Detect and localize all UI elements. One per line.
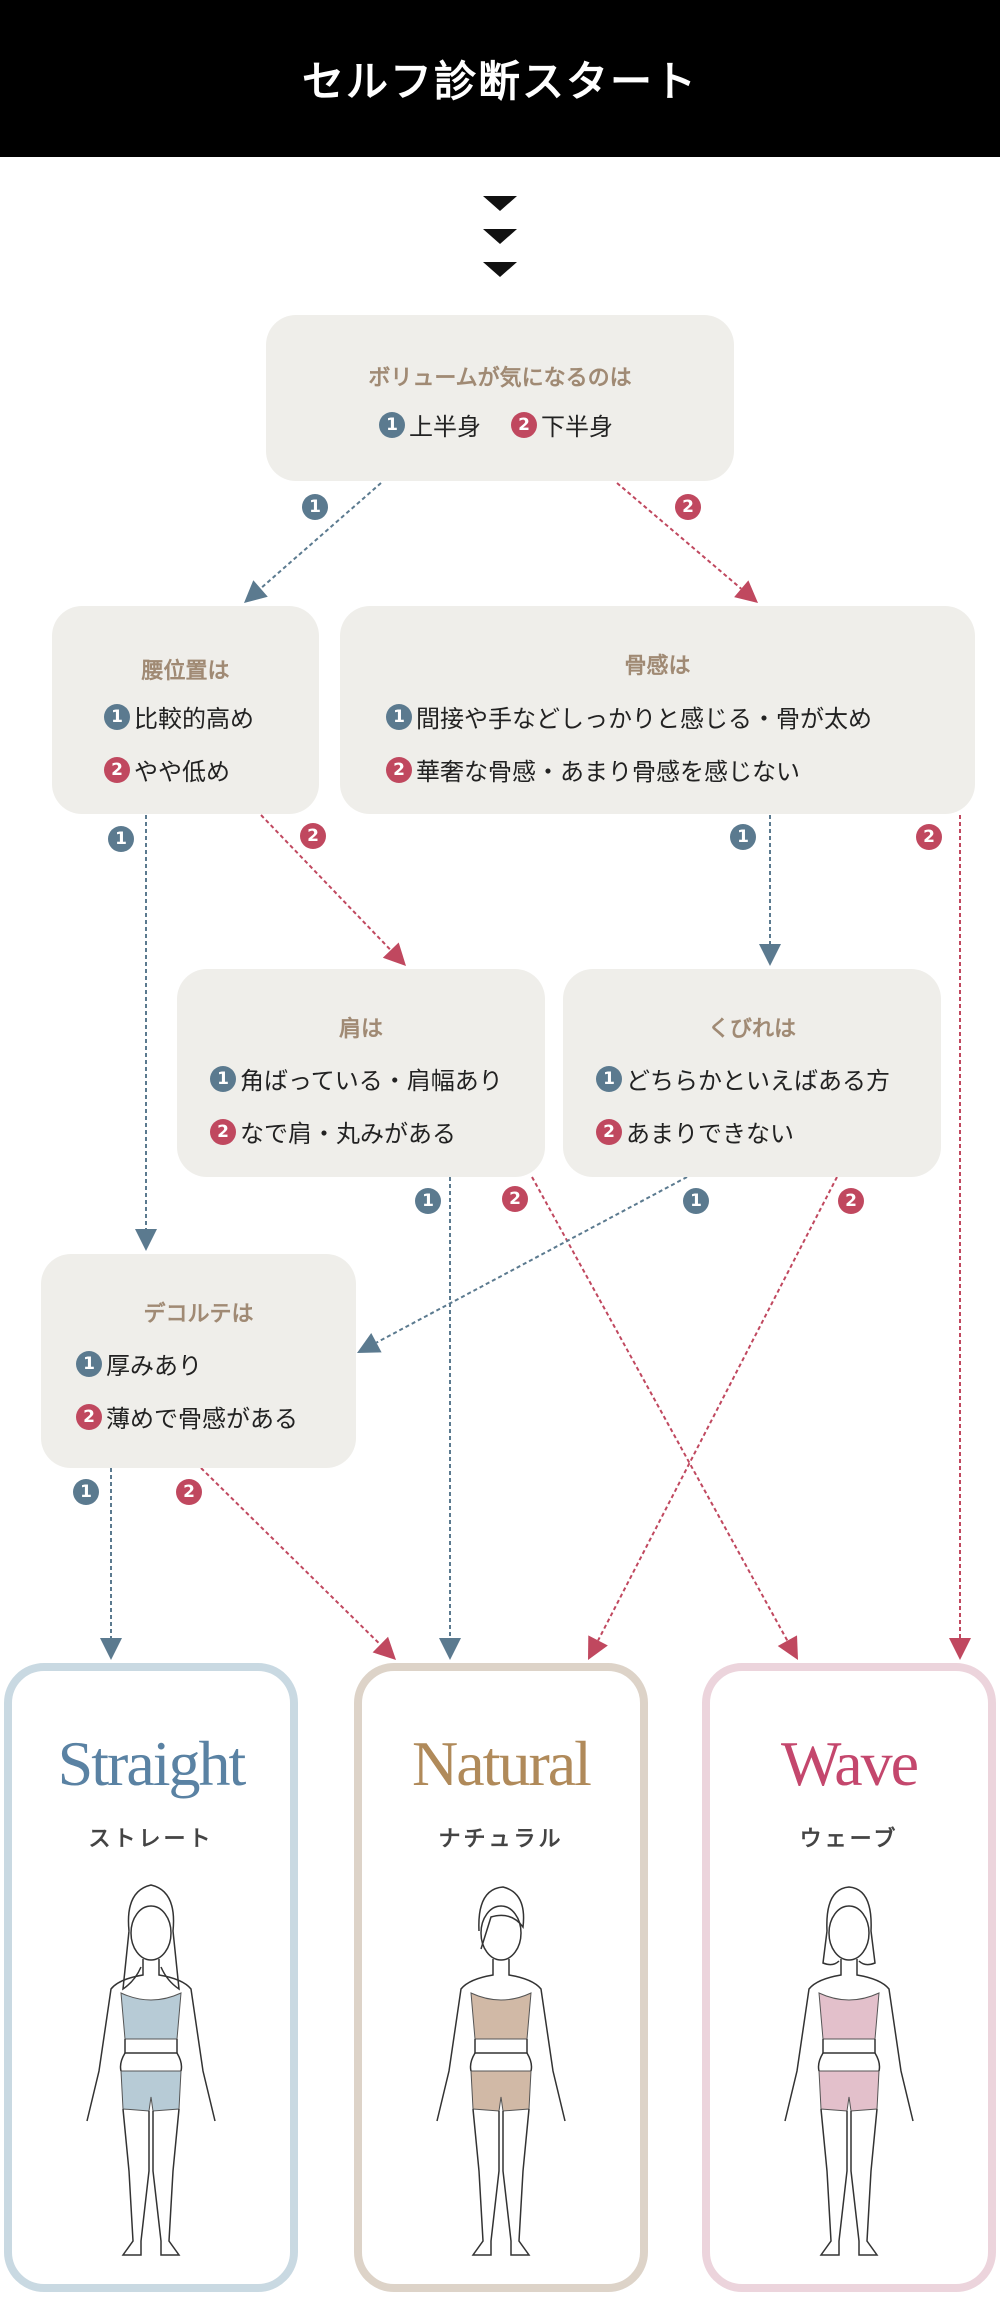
option-label: 下半身: [541, 413, 613, 441]
number-1-badge: 1: [104, 703, 130, 730]
arrowhead-icon: [949, 1638, 971, 1660]
result-title-jp: ウェーブ: [799, 1827, 899, 1852]
body-figure-illustration: [86, 1884, 216, 2256]
option-label: 比較的高め: [134, 705, 254, 733]
flow-connector: [259, 482, 382, 590]
number-2-badge: 2: [210, 1118, 236, 1145]
header-bar: セルフ診断スタート: [0, 0, 1000, 157]
option-label: 角ばっている・肩幅あり: [240, 1067, 503, 1095]
result-title-en: Natural: [412, 1728, 592, 1799]
question-title: くびれは: [707, 1017, 796, 1042]
arrowhead-icon: [439, 1638, 461, 1660]
arrowhead-icon: [588, 1635, 608, 1660]
result-card-natural[interactable]: Natural ナチュラル: [354, 1663, 648, 2292]
number-2-badge: 2: [511, 411, 537, 438]
question-title: デコルテは: [143, 1302, 254, 1327]
result-card-wave[interactable]: Wave ウェーブ: [702, 1663, 996, 2292]
page-title: セルフ診断スタート: [301, 57, 698, 106]
option-label: 薄めで骨感がある: [106, 1405, 298, 1433]
number-1-badge: 1: [596, 1065, 622, 1092]
result-title-jp: ストレート: [88, 1827, 214, 1852]
option-label: 厚みあり: [106, 1352, 202, 1380]
option-label: 華奢な骨感・あまり骨感を感じない: [416, 758, 800, 786]
flow-connector: [375, 1176, 688, 1344]
question-title: 肩は: [338, 1017, 383, 1042]
branch-label-1: 1: [730, 824, 756, 850]
arrowhead-icon: [382, 942, 406, 966]
branch-label-2: 2: [838, 1188, 864, 1214]
number-2-badge: 2: [596, 1118, 622, 1145]
branch-label-2: 2: [176, 1479, 202, 1505]
branch-label-1: 1: [302, 494, 328, 520]
branch-label-1: 1: [415, 1188, 441, 1214]
option-label: どちらかといえばある方: [626, 1067, 890, 1095]
option-label: あまりできない: [626, 1120, 794, 1148]
branch-label-1: 1: [108, 826, 134, 852]
result-title-en: Wave: [780, 1728, 919, 1799]
body-figure-illustration: [784, 1886, 914, 2256]
number-1-badge: 1: [76, 1350, 102, 1377]
arrowhead-icon: [244, 580, 268, 603]
branch-label-2: 2: [300, 823, 326, 849]
number-1-badge: 1: [386, 703, 412, 730]
branch-label-2: 2: [675, 494, 701, 520]
question-title: 骨感は: [624, 654, 691, 679]
number-1-badge: 1: [379, 411, 405, 438]
flow-connector: [200, 1467, 382, 1646]
question-title: ボリュームが気になるのは: [368, 366, 632, 391]
number-2-badge: 2: [104, 756, 130, 783]
option-label: やや低め: [134, 758, 230, 786]
result-title-jp: ナチュラル: [438, 1827, 564, 1852]
flow-connector: [260, 814, 392, 951]
number-2-badge: 2: [76, 1403, 102, 1430]
branch-label-2: 2: [502, 1186, 528, 1212]
option-label: 上半身: [409, 413, 481, 441]
result-title-en: Straight: [57, 1728, 247, 1799]
start-chevrons-icon: [483, 196, 517, 277]
number-1-badge: 1: [210, 1065, 236, 1092]
option-label: 間接や手などしっかりと感じる・骨が太め: [416, 705, 872, 733]
arrowhead-icon: [135, 1229, 157, 1251]
branch-label-1: 1: [73, 1479, 99, 1505]
arrowhead-icon: [734, 580, 758, 603]
result-card-straight[interactable]: Straight ストレート: [4, 1663, 298, 2292]
option-label: なで肩・丸みがある: [240, 1120, 456, 1148]
branch-label-1: 1: [683, 1188, 709, 1214]
arrowhead-icon: [100, 1638, 122, 1660]
body-figure-illustration: [436, 1886, 566, 2256]
branch-label-2: 2: [916, 824, 942, 850]
flow-connector: [531, 1176, 789, 1642]
question-title: 腰位置は: [141, 659, 230, 684]
number-2-badge: 2: [386, 756, 412, 783]
arrowhead-icon: [777, 1635, 798, 1660]
flow-connector: [616, 482, 742, 590]
arrowhead-icon: [759, 944, 781, 966]
arrowhead-icon: [372, 1636, 396, 1660]
flow-connector: [597, 1176, 838, 1641]
arrowhead-icon: [357, 1332, 382, 1353]
